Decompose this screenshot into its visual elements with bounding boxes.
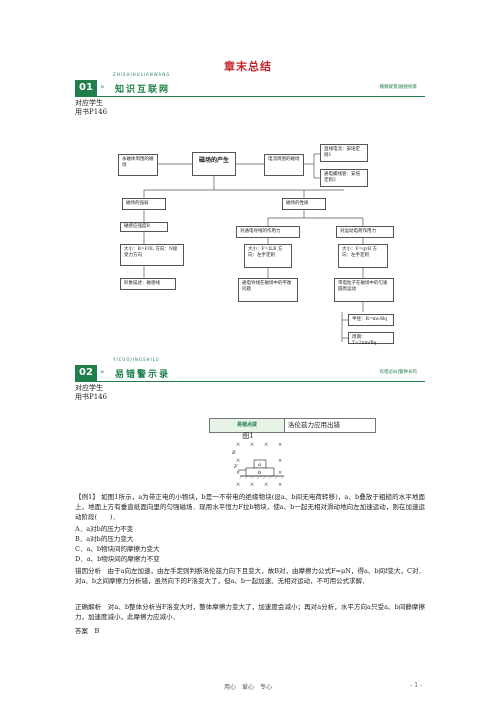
node-field-nature: 磁场的性质: [282, 198, 326, 210]
svg-text:×: ×: [236, 442, 240, 448]
book-reference: 对应学生 用书P146: [75, 384, 107, 402]
svg-text:×: ×: [236, 482, 240, 488]
svg-text:×: ×: [264, 442, 268, 448]
double-chevron-icon: »: [100, 368, 105, 376]
section-label: 易错警示录: [115, 370, 171, 380]
node-period: 周期：T=2πm/Bq: [348, 332, 394, 346]
node-root: 磁场的产生: [192, 152, 236, 176]
section-divider: [75, 96, 425, 97]
correct-analysis: 正确解析 对a、b整体分析当F洛变大时，整体摩擦力变大了，加速度会减小；再对a分…: [75, 603, 425, 621]
svg-text:×: ×: [278, 442, 282, 448]
page-number: - 1 -: [410, 682, 422, 689]
mistake-title: 洛伦兹力应用出错: [288, 421, 340, 429]
node-solenoid: 通电螺线管：安培定则2: [320, 169, 368, 187]
svg-text:×: ×: [236, 458, 240, 464]
label-a: a: [258, 462, 261, 468]
mistake-callout: 易错点拨 洛伦兹力应用出错: [209, 418, 376, 433]
svg-text:×: ×: [278, 482, 282, 488]
section-slogan: 有错必纠|警钟长鸣: [379, 370, 417, 375]
node-permanent-magnet: 永磁体周围的磁场: [118, 154, 158, 176]
options-list: A．a对b的压力不变 B．a对b的压力变大 C．a、b物块间的摩擦力变大 D．a…: [75, 524, 425, 564]
node-field-lines: 形象描述：磁感线: [120, 278, 176, 290]
node-straight-current: 直线电流：安培定则1: [320, 144, 368, 162]
node-radius: 半径：R=mv/Bq: [348, 314, 394, 326]
ref-line-1: 对应学生: [75, 99, 103, 107]
section-divider: [75, 381, 425, 382]
concept-map: 永磁体周围的磁场 磁场的产生 电流周围的磁场 直线电流：安培定则1 通电螺线管：…: [118, 142, 420, 352]
section-label: 知识互联网: [115, 85, 171, 95]
section-pinyin: YICUOJINGSHILU: [113, 357, 160, 362]
section-header-mistakes: 02 » YICUOJINGSHILU 易错警示录 有错必纠|警钟长鸣: [75, 357, 425, 382]
connector-lines: [143, 153, 364, 342]
ref-line-2: 用书P146: [75, 393, 108, 401]
svg-text:×: ×: [278, 458, 282, 464]
node-B-formula: 大小：B=F/IL 方向：N极受力方向: [120, 244, 184, 266]
svg-text:×: ×: [236, 470, 240, 476]
section-number: 01: [75, 80, 97, 96]
node-lorentz-force: 对运动电荷作用力: [336, 226, 394, 238]
svg-text:×: ×: [250, 442, 254, 448]
option-b: B．a对b的压力变大: [75, 535, 134, 543]
page-title: 章末总结: [224, 60, 272, 73]
figure-caption: 图1: [242, 432, 254, 440]
answer: 答案 B: [75, 627, 100, 635]
label-b: b: [258, 470, 261, 476]
label-F: F: [233, 464, 238, 470]
figure-1-diagram: × × × × × × × × × × × × B F a b: [231, 442, 285, 488]
svg-text:×: ×: [250, 482, 254, 488]
option-d: D．a、b物块间的摩擦力不变: [75, 555, 160, 563]
footer-slogan: 用心 爱心 专心: [223, 684, 272, 691]
node-lorentz-formula: 大小：F=qvB 方向：左手定则: [338, 244, 388, 268]
node-lorentz-application: 带电粒子在磁场中的匀速圆周运动: [334, 278, 394, 302]
ref-line-2: 用书P146: [75, 108, 108, 116]
node-ampere-formula: 大小：F=ILB 方向：左手定则: [244, 244, 292, 268]
example-question: 【例1】 如图1所示，a为带正电的小物块，b是一不带电的绝缘物块(设a、b间无电…: [75, 493, 425, 521]
ref-line-1: 对应学生: [75, 384, 103, 392]
node-field-strength: 磁场的强弱: [122, 198, 166, 210]
double-chevron-icon: »: [100, 83, 105, 91]
node-current-field: 电流周围的磁场: [264, 154, 304, 176]
section-header-knowledge: 01 » ZHISHIHULIANWANG 知识互联网 橫察縱景|融搜统筹: [75, 72, 425, 97]
mistake-tag: 易错点拨: [210, 419, 285, 432]
svg-text:×: ×: [264, 482, 268, 488]
label-B: B: [231, 450, 236, 456]
section-number: 02: [75, 365, 97, 381]
section-pinyin: ZHISHIHULIANWANG: [113, 72, 171, 77]
option-c: C．a、b物块间的摩擦力变大: [75, 545, 160, 553]
svg-text:×: ×: [278, 470, 282, 476]
book-reference: 对应学生 用书P146: [75, 99, 107, 117]
node-ampere-application: 通电导线在磁场中的平衡问题: [238, 278, 298, 302]
wrong-analysis: 错因分析 由于a向左加速，由左手定则判断洛伦兹力向下且变大，故B对，由摩擦力公式…: [75, 567, 425, 585]
option-a: A．a对b的压力不变: [75, 525, 134, 533]
node-magnetic-induction: 磁感应强度B: [120, 222, 168, 232]
node-ampere-force: 对通电导线的作用力: [236, 226, 300, 238]
section-slogan: 橫察縱景|融搜统筹: [379, 85, 417, 90]
